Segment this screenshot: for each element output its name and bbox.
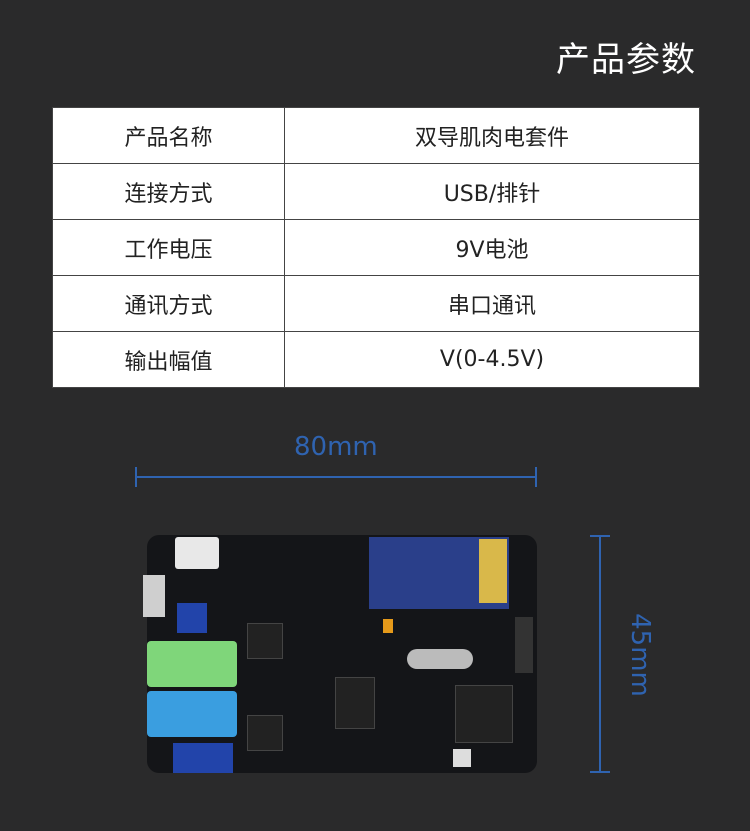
spec-value: 串口通讯	[284, 275, 700, 332]
spec-value: USB/排针	[284, 163, 700, 220]
spec-label: 连接方式	[52, 163, 285, 220]
spec-value: 9V电池	[284, 219, 700, 276]
width-dimension-line	[135, 467, 537, 487]
power-switch	[143, 575, 165, 617]
chip	[247, 623, 283, 659]
table-row: 产品名称双导肌肉电套件	[52, 107, 700, 164]
pin-header	[515, 617, 533, 673]
spec-value: 双导肌肉电套件	[284, 107, 700, 164]
pcb-board-image	[143, 535, 537, 773]
width-label: 80mm	[294, 432, 378, 462]
height-label: 45mm	[624, 613, 655, 697]
blue-audio-jack	[147, 691, 237, 737]
potentiometer	[177, 603, 207, 633]
green-audio-jack	[147, 641, 237, 687]
page-title: 产品参数	[556, 40, 696, 80]
power-connector	[175, 537, 219, 569]
spec-label: 产品名称	[52, 107, 285, 164]
spec-value: V(0-4.5V)	[284, 331, 700, 388]
antenna	[479, 539, 507, 603]
crystal	[407, 649, 473, 669]
spec-label: 输出幅值	[52, 331, 285, 388]
potentiometer	[173, 743, 233, 773]
rgb-led	[453, 749, 471, 767]
chip	[335, 677, 375, 729]
capacitor	[383, 619, 393, 633]
table-row: 通讯方式串口通讯	[52, 275, 700, 332]
spec-label: 工作电压	[52, 219, 285, 276]
height-dimension-line	[590, 535, 610, 773]
spec-label: 通讯方式	[52, 275, 285, 332]
microcontroller-chip	[455, 685, 513, 743]
chip	[247, 715, 283, 751]
